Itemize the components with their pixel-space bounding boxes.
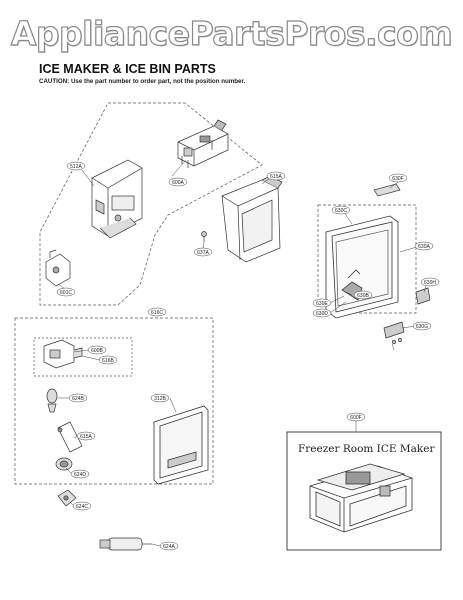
- caution-note: CAUTION: Use the part number to order pa…: [39, 78, 246, 85]
- callout-624C: 624C: [76, 504, 88, 510]
- freezer-room-box: [286, 431, 442, 551]
- part-fitting-624C: [57, 489, 77, 507]
- part-switch: [45, 249, 71, 287]
- part-hinge-top: [373, 183, 401, 197]
- assembly-boundary-ice-bin: [14, 317, 214, 485]
- part-water-filter: [99, 537, 152, 551]
- callout-630G: 630G: [416, 324, 428, 330]
- callout-600B: 600B: [91, 348, 103, 354]
- part-ice-maker-bracket: [91, 159, 143, 239]
- callout-616C: 616C: [151, 310, 163, 316]
- diagram-title: ICE MAKER & ICE BIN PARTS: [39, 62, 216, 76]
- callout-624B: 624B: [72, 396, 84, 402]
- part-dispenser-door: [153, 405, 209, 485]
- callout-512A: 512A: [70, 164, 82, 170]
- part-freezer-ice-maker: [309, 463, 413, 533]
- callout-624A: 624A: [163, 544, 175, 550]
- part-hinge-bottom: [383, 321, 405, 344]
- callout-630H: 630H: [424, 280, 436, 286]
- callout-624D: 624D: [74, 472, 86, 478]
- part-fitting-624B: [46, 388, 58, 413]
- assembly-boundary-bin-door: [317, 204, 417, 314]
- part-ice-maker-control: [177, 119, 229, 168]
- callout-637A: 637A: [197, 250, 209, 256]
- callout-312B: 312B: [154, 396, 166, 402]
- part-valve-assembly: [43, 339, 83, 369]
- part-fitting-624D: [55, 457, 73, 471]
- callout-630B: 630B: [357, 293, 369, 299]
- part-ice-tray-cover: [221, 175, 283, 263]
- part-hinge-right: [415, 287, 431, 305]
- callout-630E: 630E: [316, 301, 328, 307]
- callout-600A: 600A: [172, 180, 184, 186]
- callout-630D: 630D: [316, 311, 328, 317]
- freezer-box-title: Freezer Room ICE Maker: [298, 443, 435, 455]
- watermark-logo: AppliancePartsPros.com: [10, 13, 453, 53]
- callout-600F: 600F: [350, 415, 361, 421]
- callout-601C: 601C: [60, 290, 72, 296]
- callout-615A-lower: 615A: [80, 434, 92, 440]
- callout-630A: 630A: [418, 244, 430, 250]
- part-tube-615A: [57, 421, 83, 453]
- callout-630F: 630F: [392, 176, 403, 182]
- callout-630C: 630C: [335, 208, 347, 214]
- part-screw: [201, 231, 207, 242]
- part-ice-bin-door: [325, 215, 399, 319]
- callout-616B: 616B: [102, 358, 114, 364]
- callout-615A: 615A: [270, 174, 282, 180]
